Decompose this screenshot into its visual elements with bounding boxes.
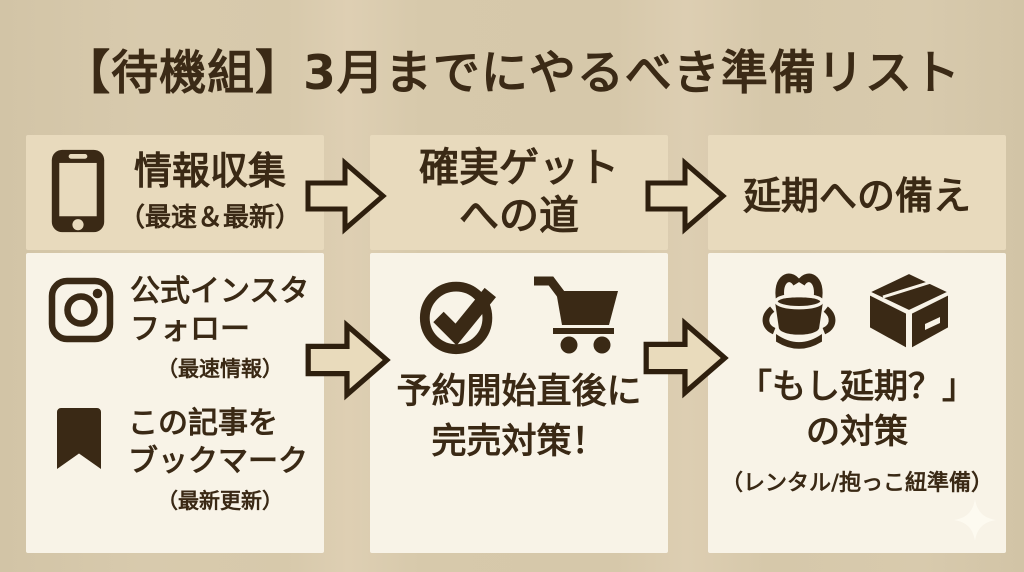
page-title: 【待機組】3月までにやるべき準備リスト [63,46,961,101]
arrow-right-icon [304,318,392,406]
arrow-right-icon [642,316,730,404]
step3-note: （レンタル/抱っこ紐準備） [720,470,994,496]
list-item-instagram: 公式インスタ フォロー [48,273,316,349]
cart-icon [530,270,622,360]
sparkle-icon [952,497,998,547]
step3-detail-card: 「もし延期？」 の対策 （レンタル/抱っこ紐準備） [708,253,1006,553]
step1-title: 情報収集 [133,149,286,194]
item-bookmark-line2: ブックマーク [128,444,308,480]
list-item-bookmark: この記事を ブックマーク [48,405,316,481]
arrow-right-icon [644,156,728,240]
step2-text-line1: 予約開始直後に [396,372,642,412]
step3-text-line2: の対策 [806,411,908,452]
step1-detail-card: 公式インスタ フォロー （最速情報） この記事を ブックマーク （最新更新） [26,253,324,553]
step2-text-line2: 完売対策！ [431,422,607,462]
arrow-right-icon [304,156,388,240]
step3-title: 延期への備え [742,174,971,218]
baby-carrier-icon [761,267,837,359]
instagram-icon [48,277,114,347]
step2-detail-card: 予約開始直後に 完売対策！ [370,253,668,553]
step2-title-line1: 確実ゲット [419,145,619,192]
step3-header: 延期への備え [708,135,1006,250]
step3-text-line1: 「もし延期？」 [738,367,976,407]
smartphone-icon [49,146,107,240]
bookmark-icon [54,407,104,475]
item-instagram-line1: 公式インスタ [130,274,310,309]
item-instagram-line2: フォロー [130,312,250,348]
step1-header: 情報収集 （最速＆最新） [26,135,324,250]
check-circle-icon [416,269,504,361]
step1-subtitle: （最速＆最新） [118,202,301,233]
item-bookmark-note: （最新更新） [157,489,283,514]
package-box-icon [865,270,953,356]
item-instagram-note: （最速情報） [157,357,283,382]
step2-title-line2: への道 [459,192,579,239]
item-bookmark-line1: この記事を [128,406,278,442]
step2-header: 確実ゲット への道 [370,135,668,250]
